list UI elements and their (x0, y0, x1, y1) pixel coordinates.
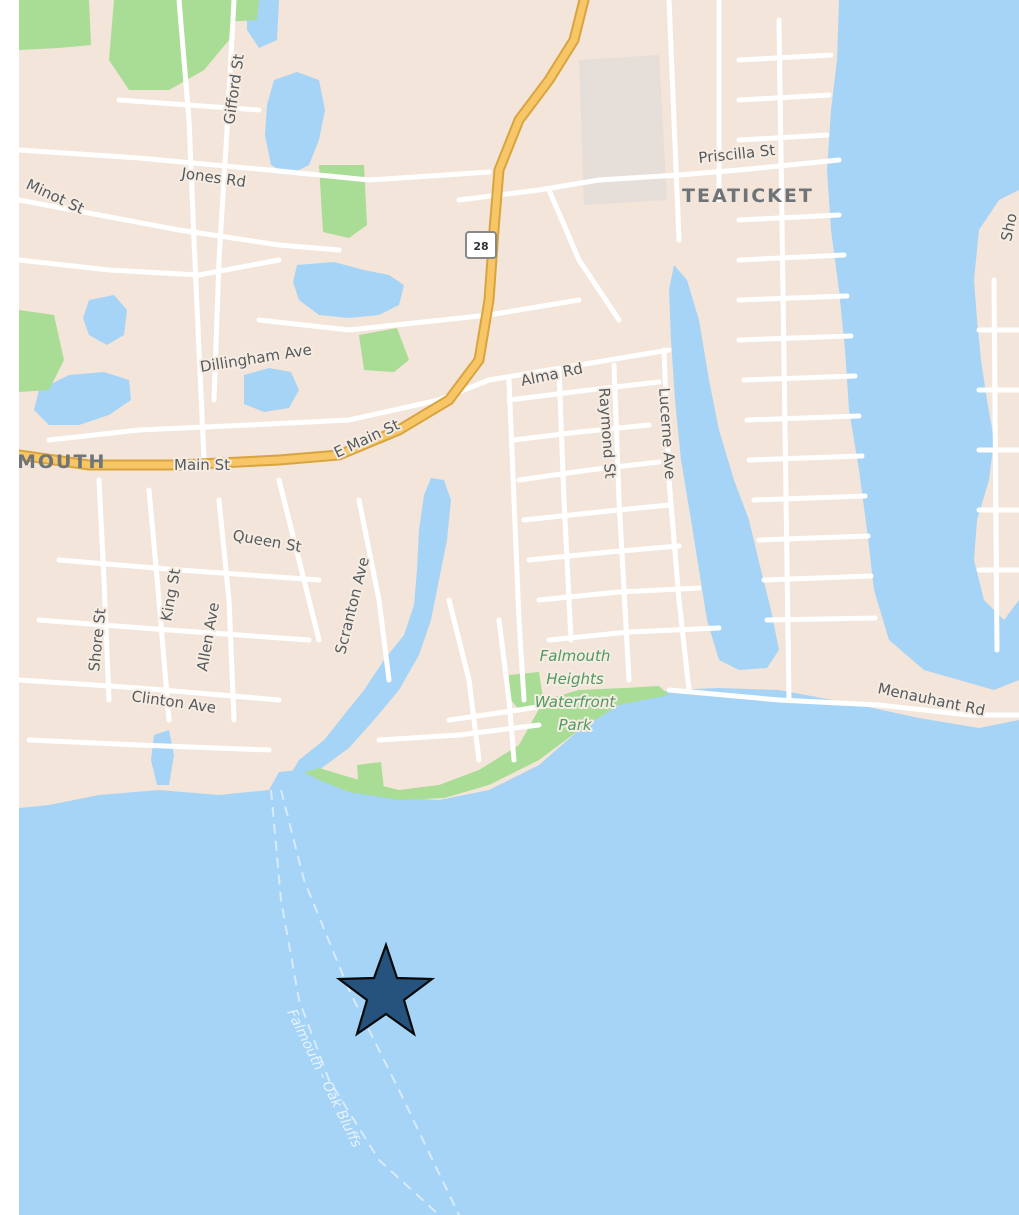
place-label-teaticket[interactable]: TEATICKET (682, 185, 814, 207)
east-bay (827, 0, 1019, 690)
svg-text:Heights: Heights (546, 670, 604, 688)
map-canvas[interactable]: 28 TEATICKET MOUTH Gifford St Jones Rd M… (19, 0, 1019, 1215)
map-view[interactable]: 28 TEATICKET MOUTH Gifford St Jones Rd M… (19, 0, 1019, 1215)
park (359, 328, 409, 372)
street-grid (19, 0, 1019, 763)
svg-text:Park: Park (558, 716, 592, 734)
star-icon[interactable] (335, 941, 436, 1037)
park (19, 310, 64, 392)
route-shield-number: 28 (473, 240, 488, 253)
park (579, 55, 667, 205)
route-shield[interactable]: 28 (465, 231, 497, 259)
pond (83, 295, 127, 345)
park (219, 0, 259, 22)
street-label-shore-east: Sho (997, 211, 1019, 242)
park-label[interactable]: Falmouth Heights Waterfront Park (533, 645, 619, 736)
place-label-falmouth[interactable]: MOUTH (19, 451, 106, 473)
pond (265, 72, 325, 175)
svg-text:Waterfront: Waterfront (535, 693, 617, 711)
inner-harbor (281, 478, 451, 790)
pond (244, 368, 299, 412)
route-28 (19, 0, 588, 469)
svg-text:Falmouth: Falmouth (540, 647, 611, 665)
pond (34, 372, 131, 425)
park (109, 0, 234, 90)
ferry-route (270, 789, 440, 1215)
pond (293, 262, 404, 318)
ferry-route (280, 789, 460, 1215)
park (319, 165, 367, 238)
street-label-main: Main St (174, 456, 230, 474)
park (19, 0, 91, 50)
park (304, 686, 669, 800)
salt-pond (669, 265, 779, 670)
